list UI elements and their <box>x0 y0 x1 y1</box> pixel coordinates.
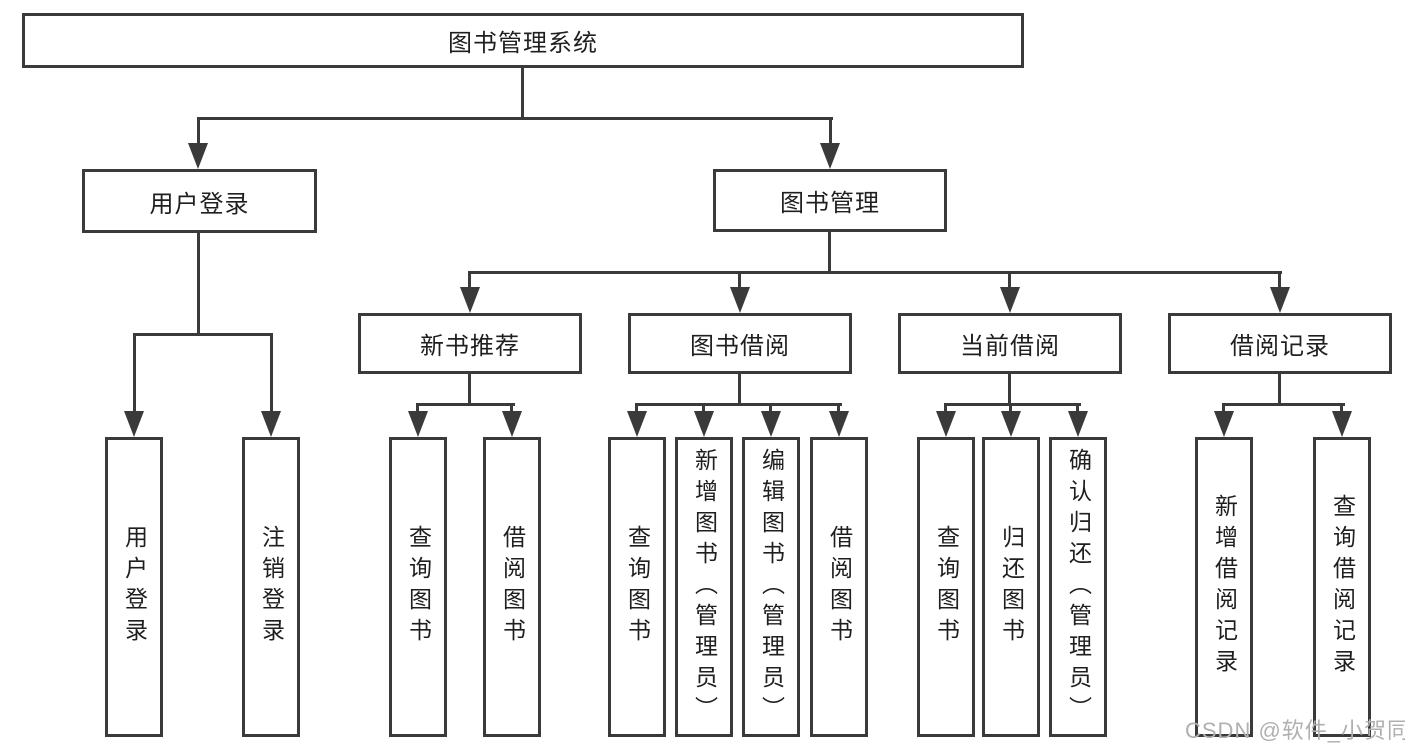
leaf-edit-book-admin: 编辑图书（管理员） <box>742 437 800 737</box>
connector-line <box>828 232 831 274</box>
connector-line <box>197 233 200 336</box>
arrow-down-icon <box>188 143 208 169</box>
arrow-down-icon <box>936 411 956 437</box>
arrow-down-icon <box>1332 411 1352 437</box>
connector-line <box>468 271 471 289</box>
arrow-down-icon <box>694 411 714 437</box>
connector-line <box>133 333 136 413</box>
leaf-borrow-book: 借阅图书 <box>810 437 868 737</box>
csdn-watermark: CSDN @软件_小贺同学 <box>1185 718 1405 743</box>
connector-line <box>944 403 947 413</box>
node-root-system: 图书管理系统 <box>22 13 1024 68</box>
leaf-add-book-admin: 新增图书（管理员） <box>675 437 733 737</box>
node-book-borrow: 图书借阅 <box>628 313 852 374</box>
arrow-down-icon <box>261 411 281 437</box>
arrow-down-icon <box>1001 411 1021 437</box>
arrow-down-icon <box>1214 411 1234 437</box>
arrow-down-icon <box>502 411 522 437</box>
connector-line <box>133 333 273 336</box>
connector-line <box>702 403 705 413</box>
connector-line <box>944 403 1081 406</box>
arrow-down-icon <box>460 287 480 313</box>
connector-line <box>738 271 741 289</box>
connector-line <box>270 333 273 413</box>
arrow-down-icon <box>1270 287 1290 313</box>
leaf-return-book: 归还图书 <box>982 437 1040 737</box>
connector-line <box>416 403 515 406</box>
leaf-query-book: 查询图书 <box>608 437 666 737</box>
leaf-user-login: 用户登录 <box>105 437 163 737</box>
arrow-down-icon <box>761 411 781 437</box>
connector-line <box>1278 271 1281 289</box>
arrow-down-icon <box>627 411 647 437</box>
leaf-confirm-return-admin: 确认归还（管理员） <box>1049 437 1107 737</box>
connector-line <box>197 117 833 120</box>
connector-line <box>837 403 840 413</box>
arrow-down-icon <box>124 411 144 437</box>
connector-line <box>1008 271 1011 289</box>
connector-line <box>635 403 638 413</box>
leaf-borrow-book: 借阅图书 <box>483 437 541 737</box>
connector-line <box>416 403 419 413</box>
arrow-down-icon <box>1000 287 1020 313</box>
arrow-down-icon <box>408 411 428 437</box>
leaf-add-borrow-record: 新增借阅记录 <box>1195 437 1253 737</box>
connector-line <box>635 403 842 406</box>
node-new-book-recommend: 新书推荐 <box>358 313 582 374</box>
arrow-down-icon <box>820 143 840 169</box>
connector-line <box>468 374 471 406</box>
connector-line <box>1222 403 1225 413</box>
connector-line <box>1222 403 1345 406</box>
node-user-login: 用户登录 <box>82 169 317 233</box>
connector-line <box>468 271 1282 274</box>
node-borrow-records: 借阅记录 <box>1168 313 1392 374</box>
arrow-down-icon <box>1068 411 1088 437</box>
connector-line <box>1340 403 1343 413</box>
leaf-query-book: 查询图书 <box>917 437 975 737</box>
connector-line <box>769 403 772 413</box>
node-book-management: 图书管理 <box>713 169 947 232</box>
node-current-borrow: 当前借阅 <box>898 313 1122 374</box>
arrow-down-icon <box>730 287 750 313</box>
connector-line <box>1076 403 1079 413</box>
arrow-down-icon <box>829 411 849 437</box>
leaf-query-book: 查询图书 <box>389 437 447 737</box>
connector-line <box>829 117 832 143</box>
connector-line <box>1008 374 1011 406</box>
connector-line <box>521 68 524 120</box>
leaf-query-borrow-record: 查询借阅记录 <box>1313 437 1371 737</box>
connector-line <box>738 374 741 406</box>
connector-line <box>1278 374 1281 406</box>
connector-line <box>510 403 513 413</box>
connector-line <box>1009 403 1012 413</box>
leaf-logout: 注销登录 <box>242 437 300 737</box>
connector-line <box>197 117 200 143</box>
